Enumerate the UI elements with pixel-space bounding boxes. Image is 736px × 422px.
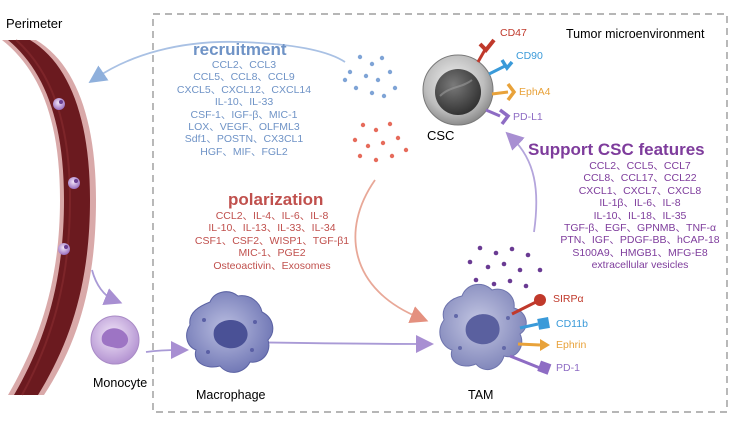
- pd1-label: PD-1: [556, 362, 580, 374]
- support-item: CCL8、CCL17、CCL22: [583, 172, 697, 185]
- polarization-item: CCL2、IL-4、IL-6、IL-8: [215, 210, 329, 222]
- polarization-item: CSF1、CSF2、WISP1、TGF-β1: [194, 234, 350, 247]
- support-item: TGF-β、EGF、GPNMB、TNF-α: [563, 222, 717, 235]
- recruitment-item: Sdf1、POSTN、CX3CL1: [184, 133, 304, 146]
- cd47-receptor-icon: [476, 38, 496, 63]
- support-item: CXCL1、CXCL7、CXCL8: [578, 184, 702, 197]
- macrophage-cell: [186, 291, 274, 373]
- epha4-receptor-icon: [491, 82, 517, 102]
- pdl1-label: PD-L1: [513, 111, 543, 123]
- recruitment-item: CCL5、CCL8、CCL9: [193, 71, 295, 84]
- cd90-label: CD90: [516, 50, 543, 62]
- recruitment-item: LOX、VEGF、OLFML3: [188, 121, 300, 134]
- recruitment-item: CSF-1、IGF-β、MIC-1: [190, 108, 298, 121]
- recruitment-arrow-tail: [239, 41, 346, 63]
- csc-label: CSC: [427, 128, 455, 143]
- tam-cell: [439, 283, 527, 371]
- recruitment-item: CCL2、CCL3: [211, 59, 277, 71]
- cd90-receptor-icon: [488, 59, 514, 76]
- support-item: IL-1β、IL-6、IL-8: [599, 197, 681, 210]
- recruitment-title: recruitment: [193, 40, 287, 59]
- epha4-label: EphA4: [519, 86, 551, 98]
- cd11b-receptor-icon: [519, 317, 550, 330]
- blood-cell: [53, 98, 65, 110]
- extravasation-arrow: [91, 269, 123, 306]
- recruitment-item: CXCL5、CXCL12、CXCL14: [176, 83, 312, 96]
- pdl1-receptor-icon: [485, 108, 511, 126]
- polarization-item: MIC-1、PGE2: [238, 247, 306, 260]
- csc-cell: [422, 54, 494, 126]
- cd11b-label: CD11b: [556, 318, 588, 330]
- monocyte-to-macrophage-arrow: [145, 341, 189, 360]
- polarization-item: IL-10、IL-13、IL-33、IL-34: [208, 222, 336, 235]
- tam-label: TAM: [468, 388, 494, 402]
- tumor-microenvironment-frame: [152, 13, 728, 413]
- ephrin-label: Ephrin: [556, 339, 587, 351]
- support-item: CCL2、CCL5、CCL7: [589, 160, 691, 172]
- monocyte-cell: [90, 315, 140, 365]
- support-csc-title: Support CSC features: [528, 140, 705, 159]
- pd1-receptor-icon: [509, 354, 552, 375]
- recruitment-item: HGF、MIF、FGL2: [200, 145, 288, 158]
- blood-vessel: [2, 39, 96, 396]
- sirpa-label: SIRPα: [553, 293, 584, 305]
- macrophage-label: Macrophage: [196, 388, 266, 402]
- monocyte-label: Monocyte: [93, 376, 148, 390]
- support-cytokine-dots: [467, 245, 543, 289]
- blood-cell: [58, 243, 70, 255]
- recruitment-cytokine-dots: [342, 54, 398, 99]
- support-item: extracellular vesicles: [591, 259, 689, 272]
- polarization-arrow: [354, 179, 429, 324]
- support-arrow: [505, 131, 538, 233]
- sirpa-receptor-icon: [511, 294, 546, 316]
- recruitment-item: IL-10、IL-33: [214, 96, 274, 109]
- polarization-title: polarization: [228, 190, 324, 209]
- cd47-label: CD47: [500, 27, 527, 39]
- support-item: S100A9、HMGB1、MFG-E8: [572, 246, 708, 259]
- recruitment-arrow: [88, 40, 241, 84]
- ephrin-receptor-icon: [517, 339, 550, 351]
- polarization-cytokine-dots: [352, 121, 409, 163]
- polarization-item: Osteoactivin、Exosomes: [213, 259, 331, 272]
- perimeter-label: Perimeter: [6, 16, 63, 31]
- support-item: PTN、IGF、PDGF-BB、hCAP-18: [560, 234, 720, 247]
- blood-cell: [68, 177, 80, 189]
- support-item: IL-10、IL-18、IL-35: [593, 209, 687, 222]
- tumor-microenvironment-label: Tumor microenvironment: [566, 27, 705, 41]
